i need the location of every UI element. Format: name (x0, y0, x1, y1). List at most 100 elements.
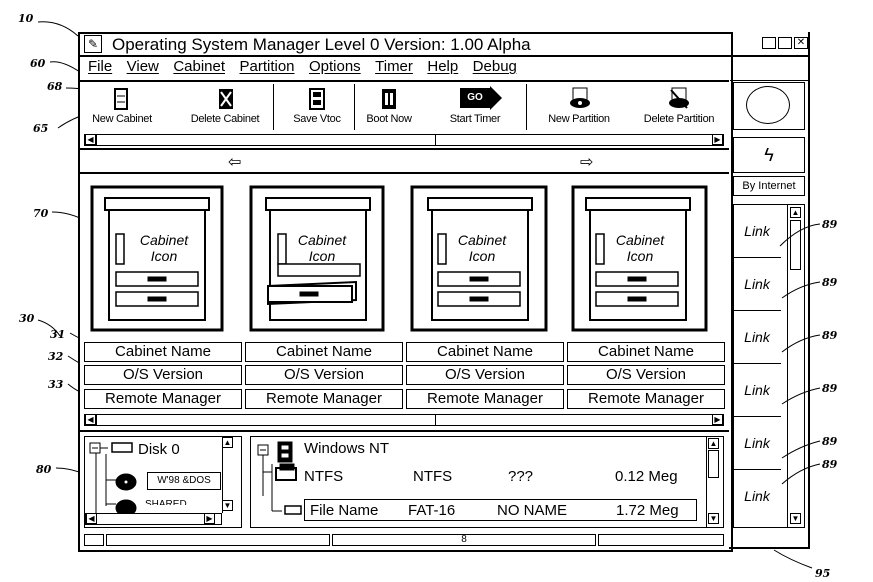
scroll-up-arrow-icon[interactable]: ▲ (708, 438, 719, 449)
scroll-left-arrow-icon[interactable]: ◀ (86, 513, 97, 524)
menu-cabinet[interactable]: Cabinet (173, 58, 226, 75)
save-vtoc-icon (309, 88, 325, 110)
menu-options[interactable]: Options (308, 58, 361, 75)
scroll-thumb[interactable] (96, 134, 436, 146)
row-1-size: 0.12 Meg (615, 468, 678, 485)
menu-file[interactable]: File (88, 58, 113, 75)
details-tree-lines (257, 441, 302, 515)
partition-item-1[interactable]: W'98 &DOS (147, 472, 221, 490)
window-right-edge (808, 32, 810, 548)
cabinet-name-2[interactable]: Cabinet Name (245, 342, 403, 362)
delete-partition-button[interactable]: Delete Partition (632, 82, 726, 132)
circle-indicator-icon[interactable] (746, 86, 790, 124)
divider (730, 80, 810, 81)
link-4[interactable]: Link (733, 364, 781, 417)
tree-vertical-scrollbar[interactable] (222, 437, 235, 513)
status-segment-1 (84, 534, 104, 546)
link-1[interactable]: Link (733, 205, 781, 258)
delete-partition-icon (669, 87, 689, 109)
tree-horizontal-scrollbar[interactable] (85, 513, 222, 525)
toolbar-separator (273, 84, 274, 130)
delete-cabinet-button[interactable]: Delete Cabinet (182, 82, 268, 132)
ref-link-3: 89 (822, 329, 838, 342)
link-6[interactable]: Link (744, 488, 770, 504)
menu-bar: File View Cabinet Partition Options Time… (88, 58, 527, 76)
status-center: 8 (332, 534, 596, 546)
scroll-right-arrow-icon[interactable]: ▶ (204, 513, 215, 524)
divider (80, 430, 729, 432)
by-internet-label[interactable]: By Internet (733, 176, 805, 196)
new-cabinet-button[interactable]: New Cabinet (84, 82, 160, 132)
disk-label[interactable]: Disk 0 (138, 441, 180, 458)
menu-view[interactable]: View (126, 58, 159, 75)
next-arrow-icon[interactable]: ⇨ (580, 154, 594, 171)
delete-partition-label: Delete Partition (643, 113, 715, 125)
new-partition-button[interactable]: New Partition (536, 82, 622, 132)
scroll-thumb[interactable] (790, 220, 801, 270)
selected-row-outline[interactable] (304, 499, 697, 521)
scroll-right-arrow-icon[interactable]: ▶ (712, 414, 723, 425)
go-arrow-icon (490, 86, 502, 110)
save-vtoc-button[interactable]: Save Vtoc (284, 82, 350, 132)
minimize-button[interactable] (762, 37, 776, 49)
link-scrollbar[interactable] (787, 205, 805, 527)
close-button[interactable]: ✕ (794, 37, 808, 49)
start-timer-label: Start Timer (449, 113, 501, 125)
details-scrollbar[interactable] (706, 437, 721, 527)
lightning-icon[interactable]: ϟ (733, 137, 805, 173)
ref-link-2: 89 (822, 276, 838, 289)
scroll-down-arrow-icon[interactable]: ▼ (708, 513, 719, 524)
cabinet-name-4[interactable]: Cabinet Name (567, 342, 725, 362)
menu-timer[interactable]: Timer (375, 58, 413, 75)
new-cabinet-label: New Cabinet (92, 113, 152, 125)
remote-manager-3[interactable]: Remote Manager (406, 389, 564, 409)
scroll-right-arrow-icon[interactable]: ▶ (712, 134, 723, 145)
status-segment-4 (598, 534, 724, 546)
scroll-down-arrow-icon[interactable]: ▼ (222, 500, 233, 511)
previous-arrow-icon[interactable]: ⇦ (228, 154, 242, 171)
row-2-name[interactable]: File Name (310, 502, 379, 519)
cabinet-name-3[interactable]: Cabinet Name (406, 342, 564, 362)
maximize-button[interactable] (778, 37, 792, 49)
scroll-thumb[interactable] (96, 414, 436, 426)
remote-manager-4[interactable]: Remote Manager (567, 389, 725, 409)
scroll-down-arrow-icon[interactable]: ▼ (790, 513, 801, 524)
toolbar-separator (526, 84, 527, 130)
app-pen-icon[interactable]: ✎ (84, 35, 102, 53)
remote-manager-1[interactable]: Remote Manager (84, 389, 242, 409)
cabinet-name-1[interactable]: Cabinet Name (84, 342, 242, 362)
start-timer-button[interactable]: GO Start Timer (432, 82, 518, 132)
tree-lines (89, 442, 137, 517)
toolbar-separator (354, 84, 355, 130)
menu-help[interactable]: Help (427, 58, 459, 75)
menu-debug[interactable]: Debug (472, 58, 517, 75)
ref-toolbar-row: 65 (33, 122, 49, 135)
boot-now-label: Boot Now (366, 113, 412, 125)
scroll-up-arrow-icon[interactable]: ▲ (790, 207, 801, 218)
link-5[interactable]: Link (733, 417, 781, 470)
row-1-label: ??? (508, 468, 534, 485)
indicator-box (733, 82, 805, 130)
window-bottom-right (729, 547, 810, 549)
boot-icon (382, 89, 396, 109)
scroll-left-arrow-icon[interactable]: ◀ (85, 414, 96, 425)
ref-display: 70 (33, 207, 49, 220)
link-2[interactable]: Link (733, 258, 781, 311)
divider (80, 148, 729, 150)
link-list-panel (733, 204, 805, 528)
link-3[interactable]: Link (733, 311, 781, 364)
ref-link-6: 89 (822, 458, 838, 471)
ref-link-1: 89 (822, 218, 838, 231)
partition-item-2[interactable]: SHARED (145, 499, 187, 505)
row-1-name[interactable]: NTFS (304, 468, 344, 485)
scroll-up-arrow-icon[interactable]: ▲ (222, 437, 233, 448)
remote-manager-2[interactable]: Remote Manager (245, 389, 403, 409)
scroll-left-arrow-icon[interactable]: ◀ (85, 134, 96, 145)
ref-link-4: 89 (822, 382, 838, 395)
scroll-thumb[interactable] (708, 450, 719, 478)
boot-now-button[interactable]: Boot Now (358, 82, 420, 132)
menu-partition[interactable]: Partition (239, 58, 295, 75)
